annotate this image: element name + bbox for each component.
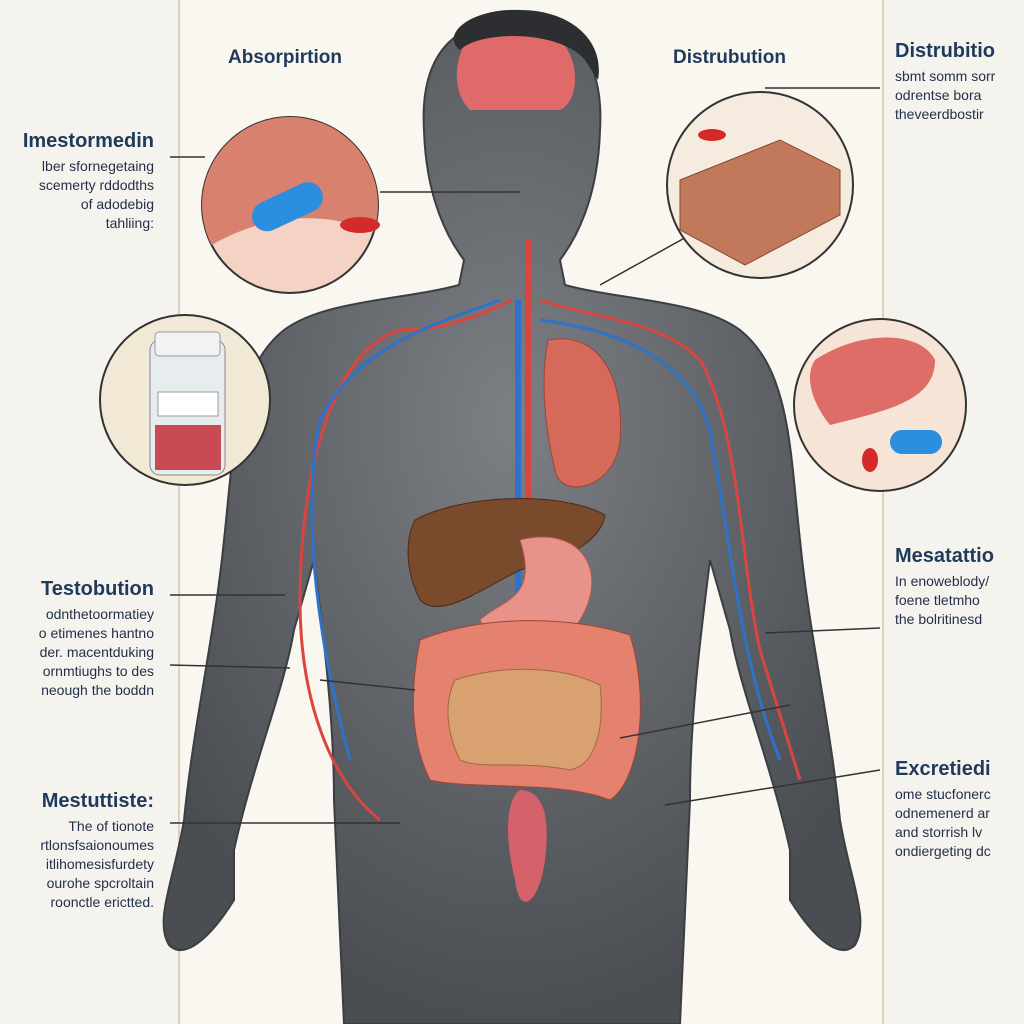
block-line: sbmt somm sorr (895, 68, 996, 84)
metabolism-inset (793, 318, 967, 492)
left-block-3: Mestuttiste: The of tionote rtlonsfsaion… (40, 790, 154, 912)
block-line: ondiergeting dc (895, 843, 991, 859)
right-block-2: Mesatattio In enoweblody/ foene tletmho … (895, 545, 994, 629)
block-title: Excretiedi (895, 758, 991, 780)
block-line: lber sfornegetaing (41, 158, 154, 174)
right-block-3: Excretiedi ome stucfonerc odnemenerd ar … (895, 758, 991, 861)
block-line: scemerty rddodths (38, 177, 154, 193)
capsule-icon (890, 430, 942, 454)
block-line: itlihomesisfurdety (45, 856, 154, 872)
block-line: The of tionote (68, 818, 154, 834)
absorption-inset (201, 116, 380, 294)
block-line: of adodebig (80, 196, 154, 212)
lung (543, 338, 622, 488)
capsule-icon (252, 182, 323, 232)
block-line: ornmtiughs to des (42, 663, 154, 679)
blood-vessels (298, 240, 802, 822)
left-block-1: Imestormedin lber sfornegetaing scemerty… (23, 130, 154, 233)
distribution-inset (666, 91, 854, 279)
block-title: Distrubitio (895, 40, 995, 62)
block-line: o etimenes hantno (38, 625, 154, 641)
block-line: the bolritinesd (895, 611, 983, 627)
block-line: tahliing: (105, 215, 154, 231)
block-line: rtlonsfsaionoumes (40, 837, 154, 853)
pill-bottle-inset (99, 314, 271, 486)
block-line: odnthetoormatiey (45, 606, 154, 622)
block-line: ourohe spcroltain (46, 875, 154, 891)
block-line: In enoweblody/ (895, 573, 990, 589)
block-line: foene tletmho (895, 592, 980, 608)
brain (456, 24, 575, 110)
rectum (508, 790, 547, 902)
block-line: roonctle erictted. (50, 894, 155, 910)
small-intestine (447, 668, 602, 771)
label-distribution: Distrubution (673, 47, 786, 68)
block-title: Testobution (41, 578, 154, 600)
block-title: Mestuttiste: (41, 790, 154, 812)
leader-lines (169, 87, 881, 824)
block-line: neough the boddn (41, 682, 154, 698)
block-line: ome stucfonerc (895, 786, 991, 802)
right-block-1: Distrubitio sbmt somm sorr odrentse bora… (895, 40, 995, 124)
block-line: der. macentduking (39, 644, 154, 660)
hair (453, 9, 599, 80)
label-absorption: Absorpirtion (228, 47, 342, 68)
block-line: theveerdbostir (895, 106, 984, 122)
left-block-2: Testobution odnthetoormatiey o etimenes … (39, 578, 154, 700)
block-line: and storrish lv (895, 824, 983, 840)
block-title: Mesatattio (895, 545, 994, 567)
block-title: Imestormedin (22, 130, 154, 152)
block-line: odrentse bora (895, 87, 982, 103)
block-line: odnemenerd ar (895, 805, 990, 821)
